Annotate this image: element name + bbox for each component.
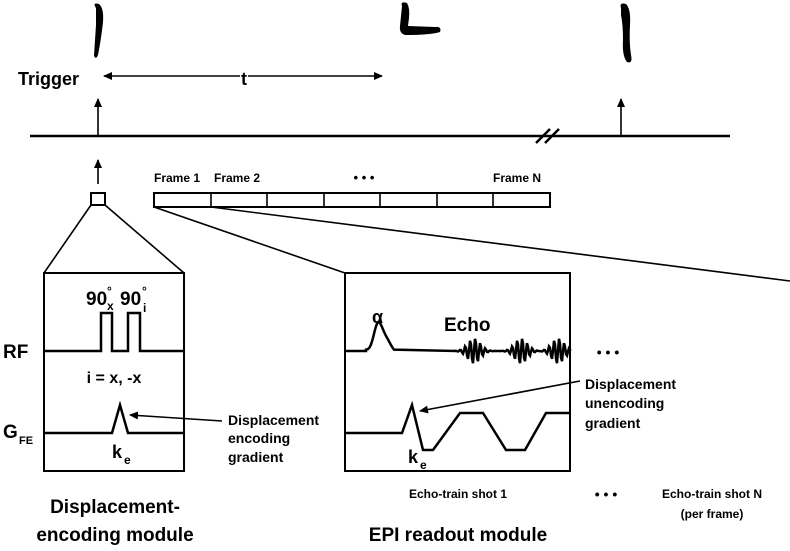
encoding-gradient-annotation: Displacement encoding gradient [228, 412, 319, 465]
svg-text:G: G [3, 422, 18, 443]
pulse-label-90x: 90 ° x [86, 284, 114, 313]
svg-text:°: ° [142, 284, 147, 298]
svg-text:90: 90 [120, 289, 141, 310]
ke-label-displacement: k e [112, 442, 131, 467]
shot-ellipsis: • • • [595, 486, 618, 502]
gradient-fe-trace [44, 400, 184, 435]
svg-text:gradient: gradient [228, 449, 284, 465]
epi-module-box [344, 272, 571, 472]
svg-text:Displacement: Displacement [228, 412, 319, 428]
module-marker-box [90, 192, 106, 206]
echo-train-shot-n-label: Echo-train shot N (per frame) [662, 487, 762, 521]
svg-text:90: 90 [86, 289, 107, 310]
svg-text:gradient: gradient [585, 415, 641, 431]
svg-text:e: e [124, 453, 131, 467]
rf-axis-label: RF [3, 342, 28, 363]
svg-text:k: k [408, 447, 419, 467]
epi-module-title: EPI readout module [369, 525, 547, 546]
svg-text:(per frame): (per frame) [681, 507, 744, 521]
gradient-fe-axis-label: G FE [3, 422, 33, 447]
timeline-break-mark-1 [535, 128, 551, 144]
displacement-module-box [43, 272, 185, 472]
svg-text:Displacement-: Displacement- [50, 497, 180, 518]
trigger-label: Trigger [18, 69, 79, 89]
svg-text:Displacement: Displacement [585, 376, 676, 392]
echo-label: Echo [444, 315, 490, 336]
svg-text:encoding module: encoding module [36, 525, 193, 546]
frame-2-label: Frame 2 [214, 171, 260, 185]
ke-label-epi: k e [408, 447, 427, 472]
pulse-label-90i: 90 ° i [120, 284, 147, 315]
svg-text:unencoding: unencoding [585, 395, 664, 411]
echo-train-shot-1-label: Echo-train shot 1 [409, 487, 507, 501]
alpha-pulse-label: α [372, 307, 383, 327]
encoding-gradient-pointer [129, 411, 223, 422]
phase-cycle-label: i = x, -x [87, 370, 142, 387]
svg-text:encoding: encoding [228, 430, 290, 446]
rf-ellipsis: • • • [597, 344, 620, 360]
frame-n-label: Frame N [493, 171, 541, 185]
epi-rf-trace [345, 320, 572, 364]
svg-text:x: x [107, 299, 114, 313]
frame-strip [153, 192, 551, 208]
frame-1-label: Frame 1 [154, 171, 200, 185]
limb-bent-icon [399, 2, 441, 36]
interval-label: t [241, 69, 247, 89]
svg-text:FE: FE [19, 435, 33, 447]
svg-text:e: e [420, 458, 427, 472]
zoom-line-right-b [210, 206, 790, 282]
zoom-line-right-a [153, 206, 346, 274]
svg-text:°: ° [107, 284, 112, 298]
displacement-module-title: Displacement- encoding module [36, 497, 193, 546]
limb-straight-icon-2 [620, 3, 632, 63]
frames-ellipsis: • • • [354, 170, 375, 185]
rf-pulse-trace [44, 311, 184, 353]
limb-straight-icon-1 [94, 3, 104, 58]
unencoding-gradient-pointer [419, 380, 581, 414]
unencoding-gradient-annotation: Displacement unencoding gradient [585, 376, 676, 431]
timeline-break-mark-2 [544, 128, 560, 144]
zoom-line-left-a [43, 204, 92, 274]
zoom-line-left-b [104, 204, 185, 274]
svg-text:k: k [112, 442, 123, 462]
epi-gradient-trace [345, 400, 570, 452]
svg-text:Echo-train shot N: Echo-train shot N [662, 487, 762, 501]
svg-text:i: i [143, 301, 146, 315]
